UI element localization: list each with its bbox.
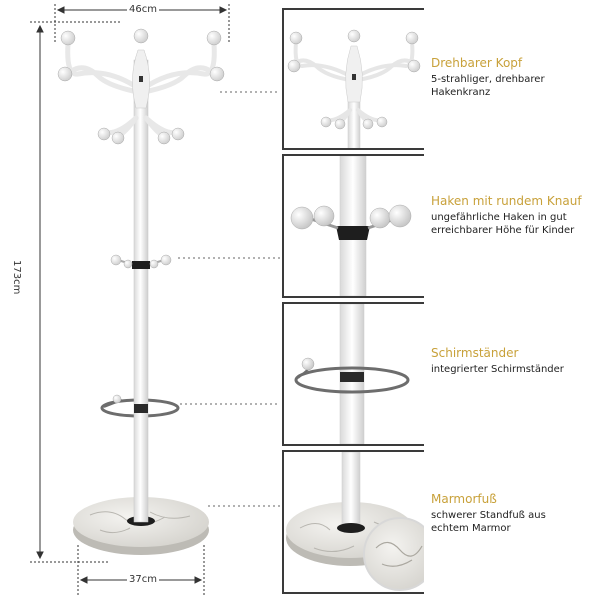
feature-line: integrierter Schirmständer: [431, 364, 564, 375]
feature-line: 5-strahliger, drehbarer: [431, 74, 545, 85]
umbrella-detail-image: [294, 304, 410, 444]
feature-hooks: Haken mit rundem Knauf ungefährliche Hak…: [431, 194, 597, 237]
detail-panel-umbrella: [282, 302, 424, 446]
feature-line: ungefährliche Haken in gut: [431, 212, 567, 223]
base-detail-image: [286, 452, 424, 591]
top-finial: [132, 28, 150, 109]
feature-title: Marmorfuß: [431, 492, 497, 506]
middle-hooks: [110, 254, 172, 269]
coat-stand-illustration: [30, 4, 280, 596]
feature-base: Marmorfuß schwerer Standfuß aus echtem M…: [431, 492, 597, 535]
dimension-height: [30, 21, 120, 563]
feature-line: echtem Marmor: [431, 523, 511, 534]
feature-line: Hakenkranz: [431, 87, 491, 98]
top-width-label: 46cm: [127, 4, 159, 16]
pole: [133, 59, 149, 523]
head-detail-image: [287, 29, 421, 148]
height-label: 173cm: [11, 258, 22, 297]
feature-line: erreichbarer Höhe für Kinder: [431, 225, 575, 236]
marble-magnifier: [363, 517, 424, 591]
hooks-detail-image: [290, 156, 412, 296]
base-width-label: 37cm: [127, 574, 159, 586]
detail-panel-hooks: [282, 154, 424, 298]
feature-title: Haken mit rundem Knauf: [431, 194, 582, 208]
feature-umbrella: Schirmständer integrierter Schirmständer: [431, 346, 597, 376]
feature-title: Schirmständer: [431, 346, 519, 360]
upper-head-hooks: [65, 41, 217, 95]
leader-lines: [178, 91, 280, 507]
detail-panel-base: [282, 450, 424, 594]
feature-line: schwerer Standfuß aus: [431, 510, 546, 521]
detail-panel-head: [282, 8, 424, 150]
feature-head: Drehbarer Kopf 5-strahliger, drehbarer H…: [431, 56, 597, 99]
feature-title: Drehbarer Kopf: [431, 56, 523, 70]
